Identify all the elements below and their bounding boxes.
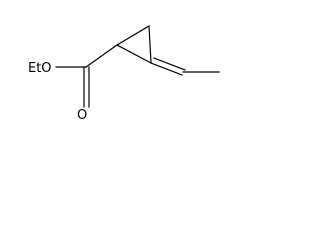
- ester-oxygen-label: EtO: [28, 61, 52, 76]
- ethylidene-double-bond: [150, 57, 186, 76]
- carbonyl-double-bond: [83, 66, 90, 108]
- ring-to-carbonyl-bond: [85, 44, 118, 68]
- carbonyl-oxygen-label: O: [77, 108, 87, 123]
- ring-bond-c3-c1: [116, 44, 152, 64]
- double-bond-line-1: [150, 62, 183, 76]
- ring-bond-c1-c2: [116, 25, 150, 46]
- chemical-structure: EtO O: [28, 25, 220, 123]
- double-bond-line-2: [153, 57, 186, 71]
- cyclopropane-ring: [116, 25, 152, 64]
- ring-bond-c2-c3: [148, 25, 152, 64]
